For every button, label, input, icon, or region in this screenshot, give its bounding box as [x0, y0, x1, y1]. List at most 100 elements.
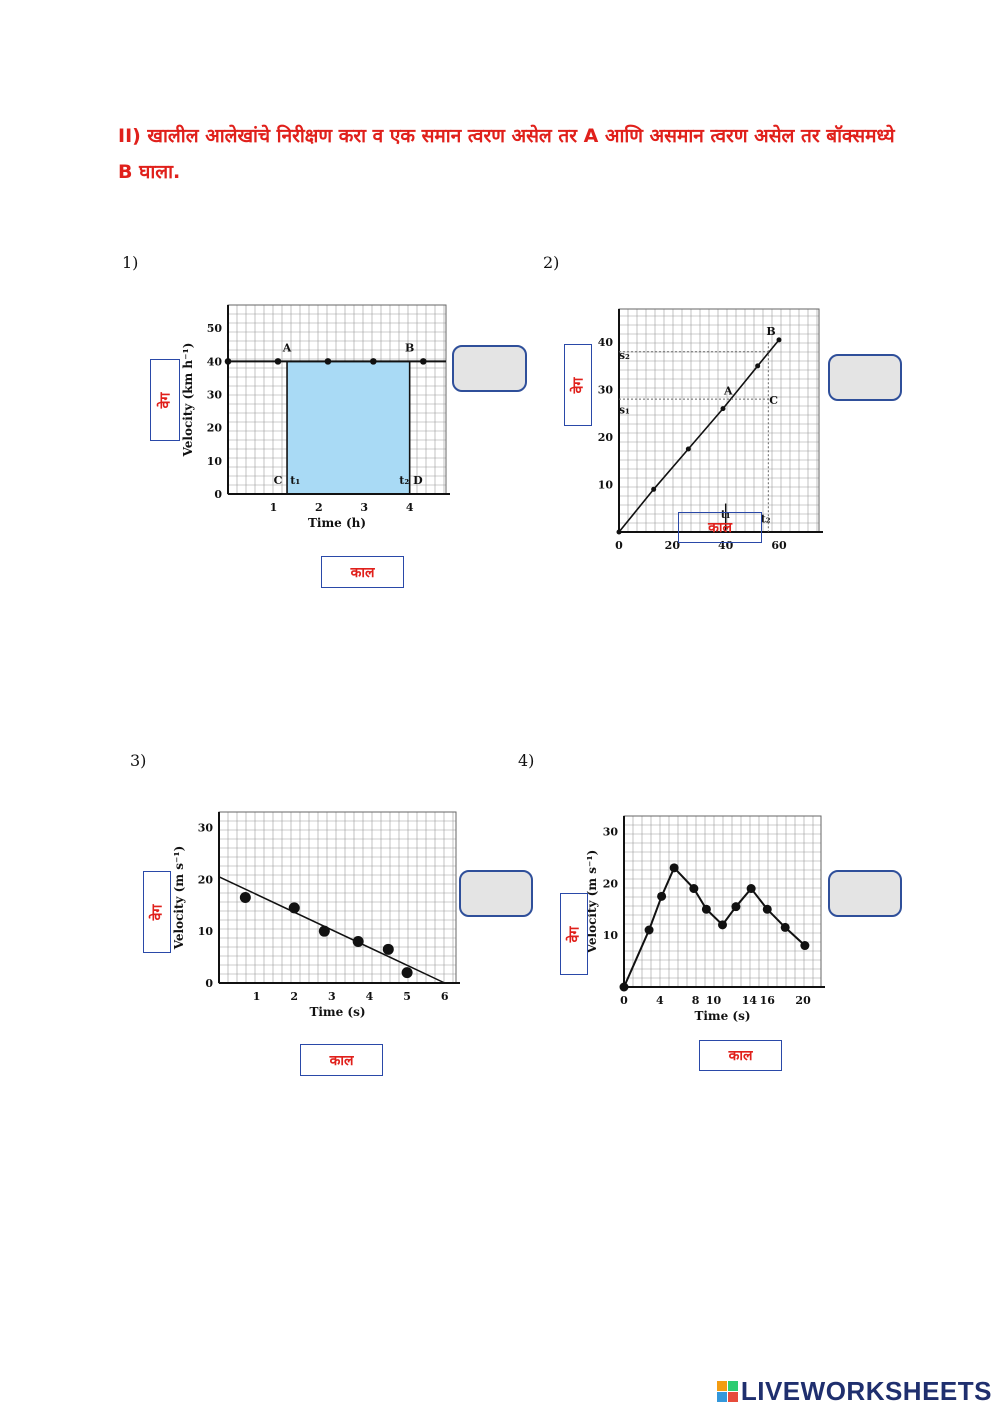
y-tick-label: 20 — [207, 422, 223, 435]
fit-line — [218, 876, 446, 984]
x-tick-label: 6 — [441, 990, 449, 1003]
data-point — [239, 892, 251, 903]
chart-annotation: t₂ — [399, 474, 409, 487]
y-tick-label: 30 — [598, 384, 614, 397]
chart-annotation: A — [723, 384, 733, 397]
x-tick-label: 0 — [615, 539, 623, 552]
chart-annotation: t₁ — [290, 474, 300, 487]
data-point — [746, 884, 756, 894]
y-tick-label: 10 — [207, 455, 223, 468]
y-axis-label: Velocity (m s⁻¹) — [585, 850, 599, 955]
time-label-3: काल — [329, 1052, 354, 1069]
x-tick-label: 20 — [795, 994, 811, 1007]
data-point — [288, 902, 300, 914]
chart-annotation: t₂ — [761, 513, 771, 526]
y-tick-label: 40 — [207, 355, 223, 368]
question-number-1: 1) — [122, 253, 139, 272]
y-tick-label: 10 — [198, 925, 214, 938]
chart-annotation: B — [405, 341, 414, 354]
x-tick-label: 8 — [692, 994, 700, 1007]
answer-box-3[interactable] — [459, 870, 533, 917]
brand-name: LIVEWORKSHEETS — [740, 1376, 992, 1406]
y-axis-label: Velocity (km h⁻¹) — [181, 343, 195, 458]
velocity-label-box-3: वेग — [143, 871, 171, 953]
x-tick-label: 5 — [403, 990, 411, 1003]
data-point — [755, 363, 761, 369]
x-tick-label: 1 — [253, 990, 261, 1003]
chart-annotation: D — [413, 474, 423, 487]
question-number-3: 3) — [130, 751, 147, 770]
y-tick-label: 10 — [598, 479, 614, 492]
answer-box-1[interactable] — [452, 345, 527, 392]
data-point — [382, 943, 394, 955]
data-point — [619, 982, 629, 992]
x-tick-label: 2 — [315, 501, 323, 514]
x-axis-label: Time (s) — [309, 1005, 365, 1019]
data-point — [776, 337, 782, 343]
answer-box-2[interactable] — [828, 354, 902, 401]
data-point — [800, 941, 810, 951]
series-line — [618, 339, 780, 533]
footer-brand: LIVEWORKSHEETS — [716, 1376, 992, 1407]
liveworksheets-logo-icon — [716, 1381, 738, 1402]
y-tick-label: 20 — [603, 877, 619, 890]
data-point — [370, 358, 377, 365]
data-point — [651, 486, 657, 492]
data-point — [224, 358, 232, 365]
question-number-4: 4) — [518, 751, 535, 770]
plot-area — [619, 309, 819, 532]
y-tick-label: 30 — [207, 389, 223, 402]
chart-annotation: B — [766, 325, 775, 338]
plot-area — [624, 816, 821, 987]
chart-annotation: s₁ — [619, 403, 630, 416]
x-tick-label: 14 — [742, 994, 758, 1007]
data-point — [274, 358, 282, 365]
data-point — [419, 358, 427, 365]
y-tick-label: 40 — [598, 336, 614, 349]
x-tick-label: 10 — [706, 994, 722, 1007]
x-tick-label: 3 — [328, 990, 336, 1003]
x-tick-label: 1 — [270, 501, 278, 514]
x-tick-label: 60 — [771, 539, 787, 552]
data-point — [401, 967, 413, 979]
time-label-box-1: काल — [321, 556, 404, 588]
chart-annotation: C — [769, 394, 778, 407]
y-tick-label: 50 — [207, 322, 223, 335]
question-number-2: 2) — [543, 253, 560, 272]
instruction-text: II) खालील आलेखांचे निरीक्षण करा व एक समा… — [118, 125, 895, 183]
x-tick-label: 0 — [620, 994, 628, 1007]
data-point — [731, 902, 741, 912]
data-point — [762, 904, 772, 914]
data-point — [689, 884, 699, 894]
time-label-1: काल — [350, 564, 375, 581]
answer-box-4[interactable] — [828, 870, 902, 917]
x-tick-label: 4 — [656, 994, 664, 1007]
x-axis-label: Time (s) — [694, 1009, 750, 1023]
data-point — [657, 891, 667, 901]
time-label-4: काल — [728, 1048, 753, 1064]
velocity-label-box-1: वेग — [150, 359, 180, 441]
time-label-box-3: काल — [300, 1044, 383, 1076]
data-point — [780, 922, 790, 932]
y-tick-label: 10 — [603, 929, 619, 942]
data-point — [644, 925, 654, 935]
data-point — [669, 863, 679, 873]
y-tick-label: 20 — [598, 431, 614, 444]
data-point — [718, 920, 727, 930]
y-tick-label: 30 — [603, 826, 619, 839]
x-tick-label: 16 — [760, 994, 776, 1007]
y-tick-label: 0 — [214, 488, 222, 501]
x-tick-label: 4 — [366, 990, 374, 1003]
velocity-label-box-2: वेग — [564, 344, 592, 426]
x-tick-label: 2 — [290, 990, 298, 1003]
data-point — [352, 936, 364, 948]
chart-annotation: C — [274, 474, 283, 487]
data-point — [318, 925, 330, 937]
y-axis-label: Velocity (m s⁻¹) — [172, 846, 186, 951]
time-label-box-4: काल — [699, 1040, 782, 1071]
velocity-label-4: वेग — [566, 926, 583, 942]
x-tick-label: 3 — [360, 501, 368, 514]
